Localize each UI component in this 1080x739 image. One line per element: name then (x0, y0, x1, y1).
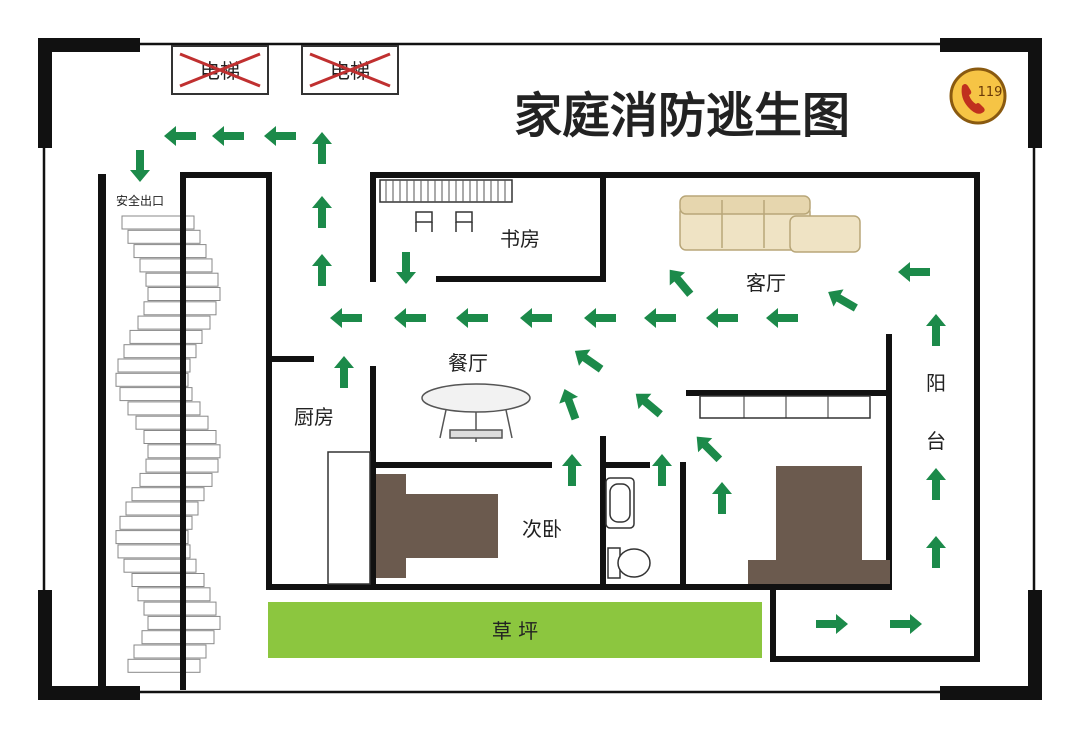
emergency-119-badge: 119 (949, 67, 1007, 125)
dining-table-icon (421, 383, 531, 442)
room-label-living: 客厅 (746, 271, 786, 295)
escape-arrow-icon (312, 254, 332, 286)
stairs-icon (115, 215, 221, 673)
escape-arrow-icon (312, 196, 332, 228)
escape-arrow-icon (696, 436, 723, 463)
safety-exit-label: 安全出口 (116, 193, 164, 208)
room-label-balcony-1: 阳 (926, 371, 946, 395)
escape-arrow-icon (926, 314, 946, 346)
badge-number: 119 (978, 85, 1003, 100)
escape-arrow-icon (130, 150, 150, 182)
bed-icon (376, 474, 498, 578)
escape-arrow-icon (926, 468, 946, 500)
escape-arrow-icon (330, 308, 362, 328)
escape-arrow-icon (898, 262, 930, 282)
lawn: 草 坪 (268, 602, 762, 658)
escape-arrow-icon (669, 269, 694, 297)
escape-arrow-icon (816, 614, 848, 634)
escape-arrow-icon (584, 308, 616, 328)
elevator-2: 电梯 (301, 45, 399, 95)
escape-arrow-icon (212, 126, 244, 146)
walls (180, 172, 980, 690)
study-chairs (415, 211, 473, 232)
escape-arrow-icon (712, 482, 732, 514)
room-label-study: 书房 (500, 227, 540, 251)
escape-arrow-icon (264, 126, 296, 146)
room-label-bedroom: 次卧 (522, 517, 562, 541)
page-title: 家庭消防逃生图 (514, 88, 850, 144)
escape-arrow-icon (706, 308, 738, 328)
escape-arrow-icon (635, 393, 663, 418)
escape-arrow-icon (164, 126, 196, 146)
corner-brackets (38, 38, 1042, 700)
escape-arrow-icon (574, 349, 604, 373)
bathtub-icon (605, 477, 635, 529)
escape-arrow-icon (828, 289, 858, 312)
escape-arrows (130, 126, 946, 634)
room-label-kitchen: 厨房 (294, 405, 334, 429)
room-label-balcony-2: 台 (926, 429, 946, 453)
phone-icon (961, 84, 985, 114)
escape-arrow-icon (766, 308, 798, 328)
escape-arrow-icon (890, 614, 922, 634)
stairs-column: 安全出口 (98, 174, 221, 686)
escape-arrow-icon (312, 132, 332, 164)
x-mark (179, 52, 261, 88)
sofa-icon (679, 195, 861, 253)
kitchen-counter (327, 451, 371, 585)
escape-arrow-icon (394, 308, 426, 328)
outer-frame (42, 42, 1036, 694)
escape-arrow-icon (334, 356, 354, 388)
escape-arrow-icon (559, 388, 580, 421)
lawn-label: 草 坪 (492, 619, 538, 643)
wardrobe (699, 395, 871, 419)
elevator-1: 电梯 (171, 45, 269, 95)
escape-arrow-icon (926, 536, 946, 568)
escape-arrow-icon (520, 308, 552, 328)
escape-arrow-icon (644, 308, 676, 328)
x-mark (309, 52, 391, 88)
escape-arrow-icon (562, 454, 582, 486)
bookshelf (379, 179, 513, 203)
escape-arrow-icon (652, 454, 672, 486)
master-bed-icon (748, 466, 890, 584)
room-label-dining: 餐厅 (448, 351, 488, 375)
escape-arrow-icon (396, 252, 416, 284)
escape-arrow-icon (456, 308, 488, 328)
toilet-icon (607, 547, 651, 579)
